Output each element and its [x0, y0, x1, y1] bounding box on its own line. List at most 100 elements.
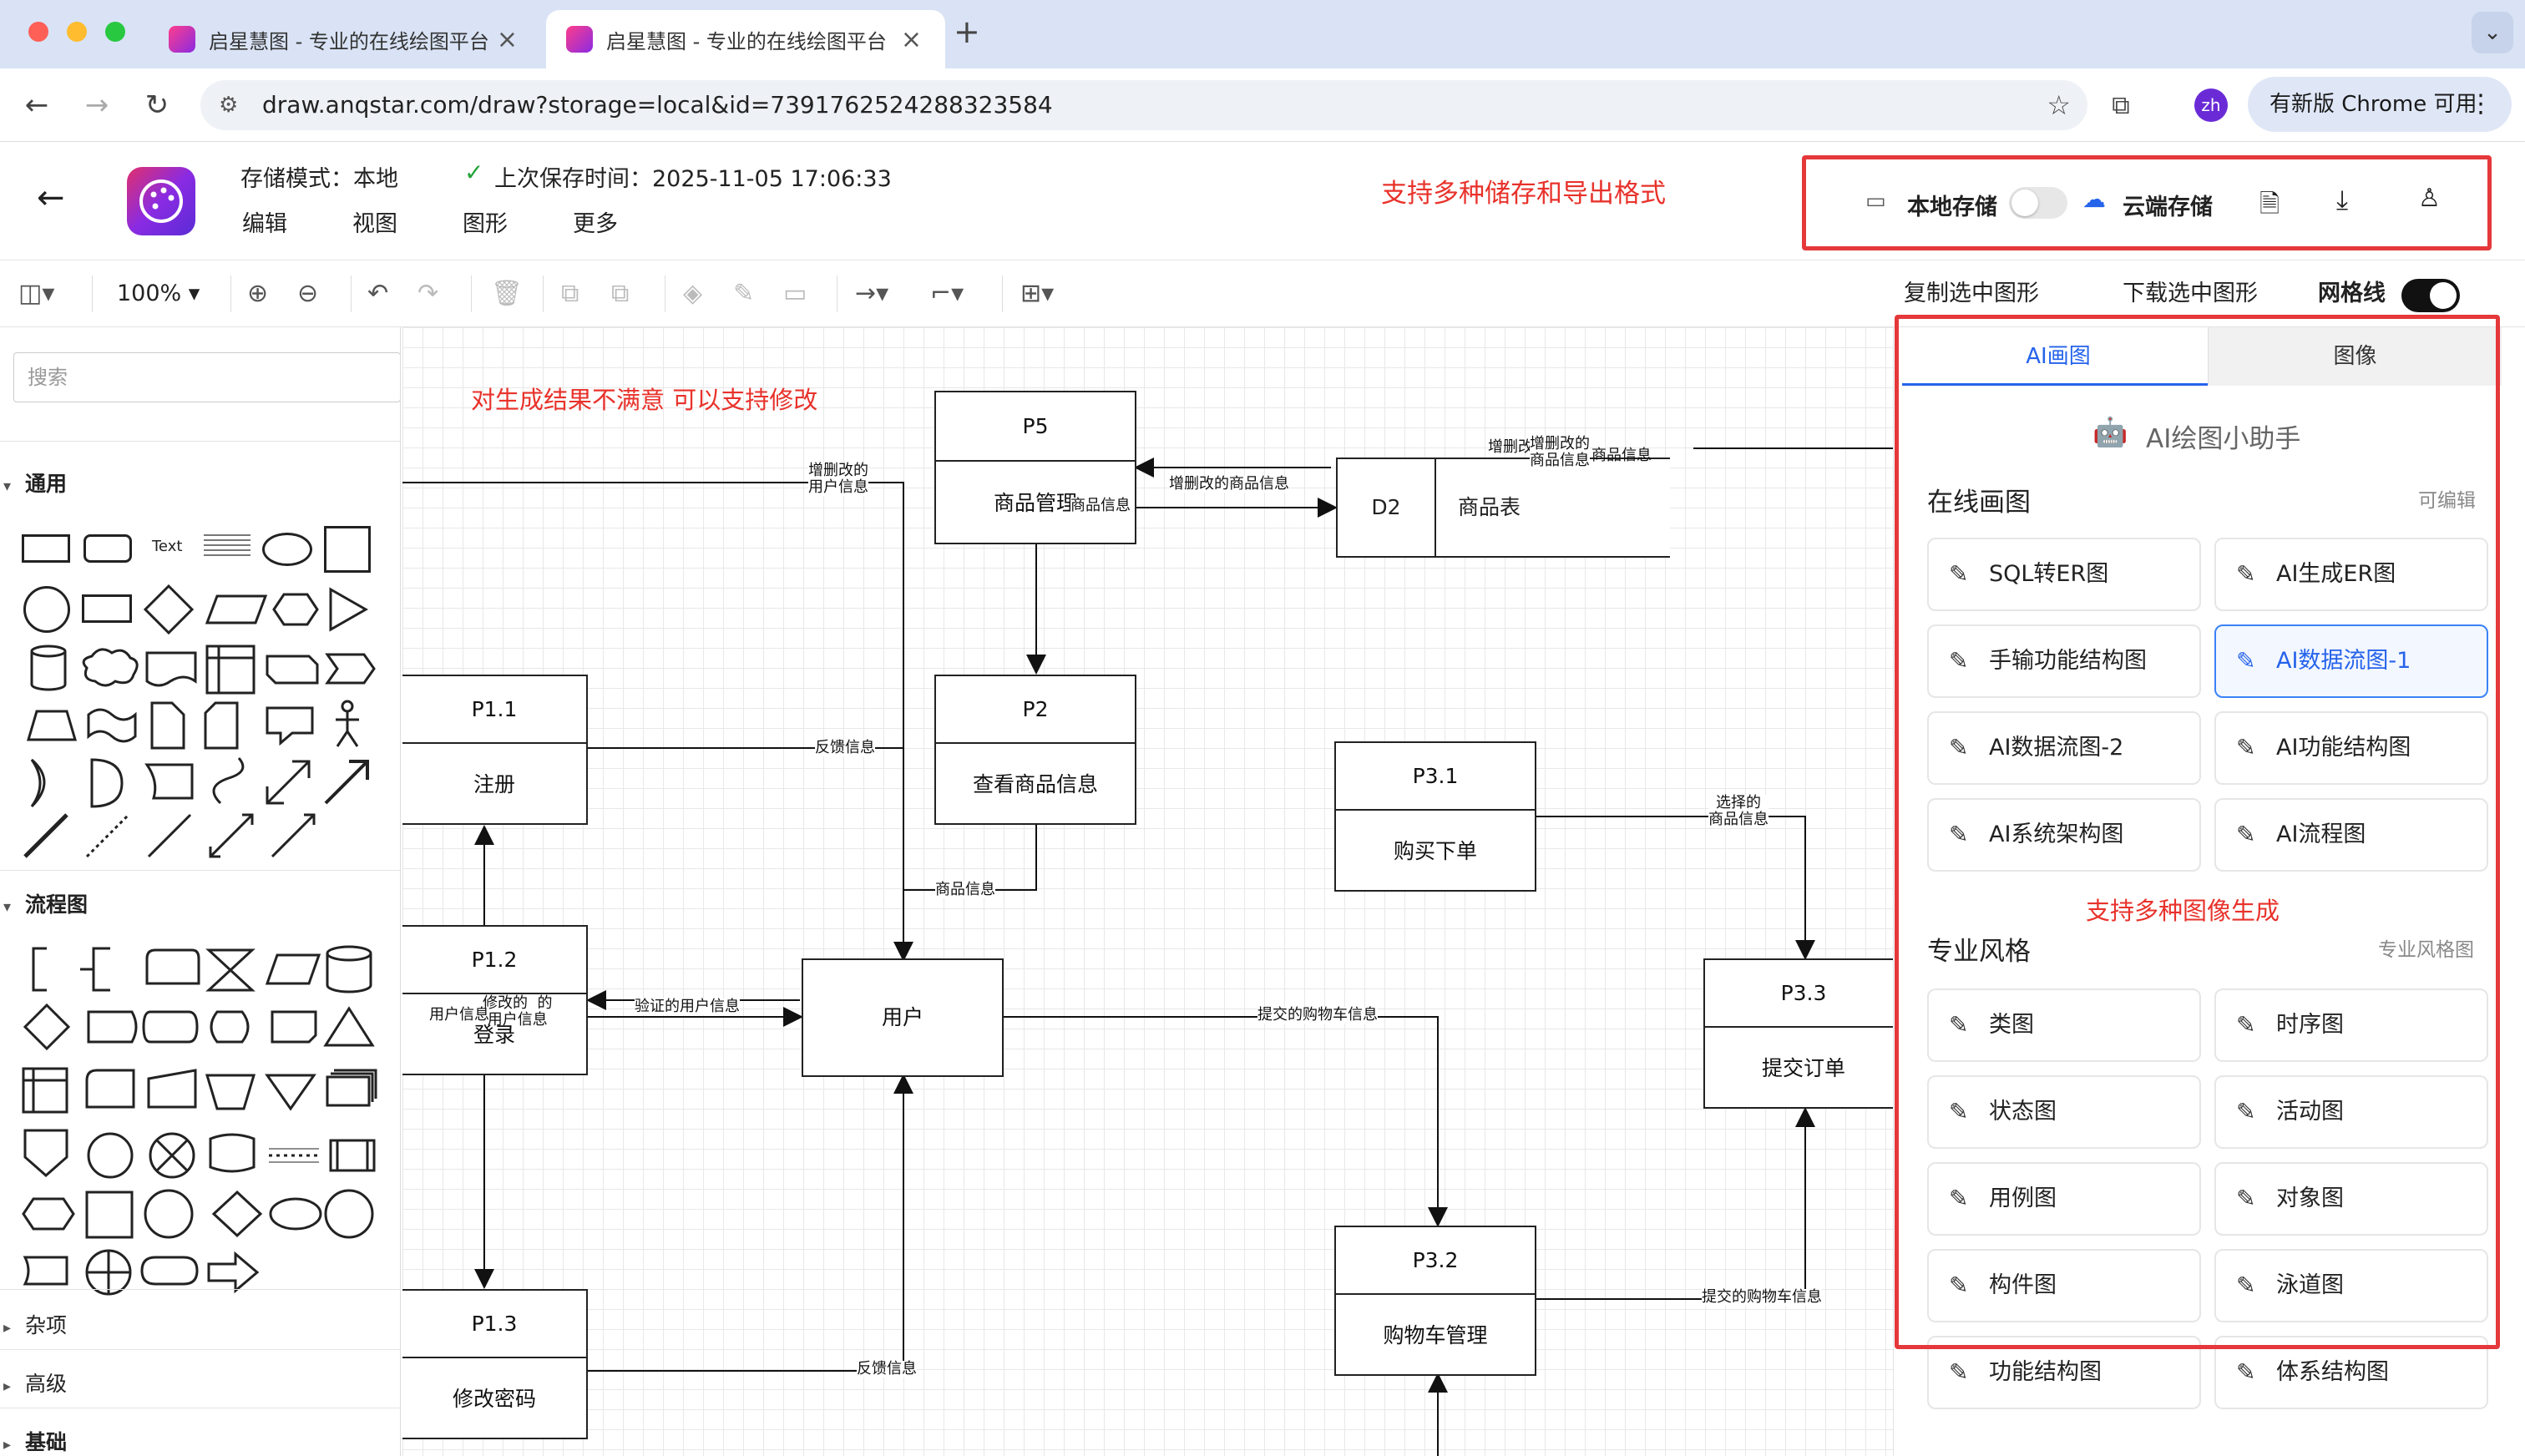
card-ai-flowchart[interactable]: ✎AI流程图	[2214, 798, 2488, 872]
window-maximize-button[interactable]	[105, 22, 125, 42]
export-file-icon[interactable]: 🗎	[2259, 190, 2280, 219]
tab-image[interactable]: 图像	[2208, 327, 2502, 386]
delete-icon[interactable]: 🗑	[491, 279, 524, 308]
node-p3-2[interactable]: P3.2 购物车管理	[1334, 1226, 1536, 1376]
tab-close-icon[interactable]: ×	[900, 25, 922, 54]
shape-row-icons-5[interactable]	[17, 808, 384, 863]
redo-icon[interactable]: ↷	[417, 279, 439, 308]
download-icon[interactable]: ⤓	[2336, 184, 2349, 215]
shape-row-icons-4[interactable]	[17, 753, 384, 810]
card-ai-function-structure[interactable]: ✎AI功能结构图	[2214, 711, 2488, 785]
browser-tab[interactable]: 启星慧图 - 专业的在线绘图平台 ×	[149, 10, 541, 68]
bookmark-star-icon[interactable]: ☆	[2047, 89, 2071, 121]
undo-icon[interactable]: ↶	[367, 279, 389, 308]
card-ai-system-arch[interactable]: ✎AI系统架构图	[1927, 798, 2201, 872]
shape-process[interactable]	[82, 594, 132, 623]
zoom-in-icon[interactable]: ⊕	[247, 279, 269, 308]
shape-rectangle[interactable]	[22, 534, 70, 563]
diagram-canvas[interactable]: 对生成结果不满意 可以支持修改 P5 商品管理 D2 商品表 P2 查看商品信息…	[402, 327, 1893, 1456]
table-icon[interactable]: ⊞▾	[1020, 279, 1055, 308]
menu-shapes[interactable]: 图形	[463, 211, 508, 237]
shape-textbox[interactable]	[204, 534, 250, 559]
node-d2[interactable]: D2 商品表	[1336, 458, 1670, 558]
shape-row-icons-3[interactable]	[17, 696, 384, 753]
node-p1-3[interactable]: P1.3 修改密码	[402, 1289, 588, 1439]
node-p2[interactable]: P2 查看商品信息	[934, 675, 1136, 825]
extensions-icon[interactable]: ⧉	[2112, 90, 2130, 120]
copy-selected-button[interactable]: 复制选中图形	[1904, 281, 2039, 306]
download-selected-button[interactable]: 下载选中图形	[2123, 281, 2258, 306]
section-general[interactable]: ▾通用	[3, 472, 68, 496]
connection-style-icon[interactable]: →▾	[855, 279, 889, 308]
menu-edit[interactable]: 编辑	[242, 211, 287, 237]
card-class-diagram[interactable]: ✎类图	[1927, 988, 2201, 1062]
tab-search-icon[interactable]: ⌄	[2472, 12, 2513, 53]
to-back-icon[interactable]: ⧉	[611, 279, 630, 308]
card-architecture-diagram[interactable]: ✎体系结构图	[2214, 1336, 2488, 1409]
back-icon[interactable]: ←	[37, 179, 65, 217]
section-misc[interactable]: ▸杂项	[3, 1313, 68, 1337]
card-manual-function-structure[interactable]: ✎手输功能结构图	[1927, 624, 2201, 698]
url-field[interactable]: ⚙ draw.anqstar.com/draw?storage=local&id…	[200, 80, 2087, 130]
favicon-icon	[566, 26, 593, 53]
card-component-diagram[interactable]: ✎构件图	[1927, 1249, 2201, 1322]
site-settings-icon[interactable]: ⚙	[219, 93, 239, 118]
card-state-diagram[interactable]: ✎状态图	[1927, 1075, 2201, 1149]
window-close-button[interactable]	[28, 22, 48, 42]
menu-view[interactable]: 视图	[352, 211, 397, 237]
shadow-icon[interactable]: ▭	[783, 279, 807, 308]
node-p1-1-id: P1.1	[402, 676, 586, 744]
tab-close-icon[interactable]: ×	[496, 25, 518, 54]
new-tab-icon[interactable]: +	[954, 13, 980, 50]
card-sequence-diagram[interactable]: ✎时序图	[2214, 988, 2488, 1062]
card-ai-er[interactable]: ✎AI生成ER图	[2214, 538, 2488, 611]
card-object-diagram[interactable]: ✎对象图	[2214, 1162, 2488, 1236]
layout-panel-icon[interactable]: ◫▾	[18, 279, 55, 308]
shape-text[interactable]: Text	[152, 538, 183, 555]
card-activity-diagram[interactable]: ✎活动图	[2214, 1075, 2488, 1149]
menu-more[interactable]: 更多	[573, 211, 618, 237]
zoom-out-icon[interactable]: ⊖	[297, 279, 319, 308]
zoom-select[interactable]: 100% ▾	[117, 281, 200, 306]
browser-tab-active[interactable]: 启星慧图 - 专业的在线绘图平台 ×	[546, 10, 945, 68]
line-color-icon[interactable]: ✎	[733, 279, 755, 308]
shape-search-input[interactable]: 搜索	[13, 352, 400, 402]
user-icon[interactable]: ♙	[2418, 184, 2441, 213]
shape-rounded-rect[interactable]	[83, 534, 132, 563]
flowchart-shapes[interactable]	[17, 942, 384, 1342]
profile-avatar[interactable]: zh	[2194, 88, 2228, 122]
reload-icon[interactable]: ↻	[144, 88, 170, 122]
card-ai-dfd-2[interactable]: ✎AI数据流图-2	[1927, 711, 2201, 785]
to-front-icon[interactable]: ⧉	[561, 279, 579, 308]
grid-toggle[interactable]	[2401, 279, 2460, 312]
back-arrow-icon[interactable]: ←	[24, 88, 49, 122]
node-p1-1[interactable]: P1.1 注册	[402, 675, 588, 825]
shape-square[interactable]	[324, 526, 371, 573]
shape-row-icons[interactable]	[140, 583, 382, 636]
forward-arrow-icon[interactable]: →	[84, 88, 109, 122]
card-swimlane-diagram[interactable]: ✎泳道图	[2214, 1249, 2488, 1322]
waypoints-icon[interactable]: ⌐▾	[930, 279, 964, 308]
shape-ellipse[interactable]	[262, 533, 312, 566]
window-minimize-button[interactable]	[67, 22, 87, 42]
section-flowchart[interactable]: ▾流程图	[3, 892, 89, 917]
chrome-update-button[interactable]: 有新版 Chrome 可用 ⋮	[2248, 77, 2512, 132]
card-function-structure[interactable]: ✎功能结构图	[1927, 1336, 2201, 1409]
fill-color-icon[interactable]: ◈	[683, 279, 703, 308]
card-use-case-diagram[interactable]: ✎用例图	[1927, 1162, 2201, 1236]
node-p1-2[interactable]: P1.2 登录	[402, 925, 588, 1075]
tab-ai-draw[interactable]: AI画图	[1902, 327, 2214, 386]
shape-circle[interactable]	[23, 586, 70, 633]
node-p3-3[interactable]: P3.3 提交订单	[1703, 958, 1893, 1109]
card-ai-dfd-1[interactable]: ✎AI数据流图-1	[2214, 624, 2488, 698]
section-advanced[interactable]: ▸高级	[3, 1372, 68, 1396]
node-p5[interactable]: P5 商品管理	[934, 391, 1136, 544]
chrome-update-label: 有新版 Chrome 可用	[2269, 92, 2477, 117]
node-user[interactable]: 用户	[802, 958, 1004, 1077]
node-p3-1[interactable]: P3.1 购买下单	[1334, 741, 1536, 892]
node-p1-2-name: 登录	[473, 1023, 515, 1048]
storage-toggle[interactable]	[2009, 187, 2067, 219]
section-basic[interactable]: ▸基础	[3, 1430, 68, 1454]
card-sql-to-er[interactable]: ✎SQL转ER图	[1927, 538, 2201, 611]
shape-row-icons-2[interactable]	[17, 640, 384, 696]
